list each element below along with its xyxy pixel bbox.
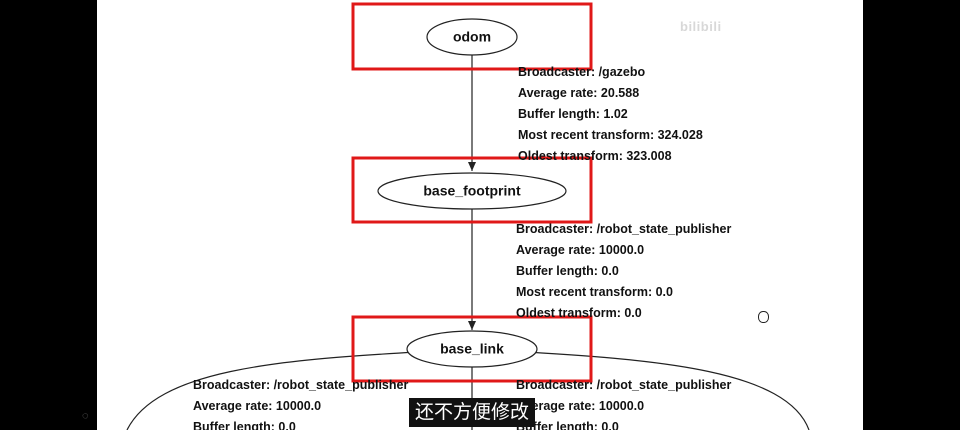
edge-buffer-length: Buffer length: 0.0	[516, 420, 619, 430]
edge-buffer-length: Buffer length: 0.0	[516, 264, 619, 278]
edge-buffer-length: Buffer length: 0.0	[193, 420, 296, 430]
edge-average-rate: Average rate: 10000.0	[193, 399, 322, 413]
edge-most-recent-transform: Most recent transform: 324.028	[518, 128, 703, 142]
side-indicator-icon: ◌	[82, 410, 89, 422]
node-base-link[interactable]: base_link	[406, 330, 538, 368]
edge-info-base-link-right: Broadcaster: /robot_state_publisher Aver…	[516, 375, 731, 430]
tf-tree-graph: odom base_footprint base_link	[126, 2, 810, 430]
node-base-footprint-label: base_footprint	[423, 183, 521, 199]
edge-average-rate: Average rate: 10000.0	[516, 243, 645, 257]
edge-broadcaster: Broadcaster: /robot_state_publisher	[516, 378, 732, 392]
edge-most-recent-transform: Most recent transform: 0.0	[516, 285, 673, 299]
video-subtitle: 还不方便修改	[409, 398, 536, 427]
tf-tree-canvas: odom base_footprint base_link Broadcaste…	[97, 0, 863, 430]
edge-oldest-transform: Oldest transform: 0.0	[516, 306, 642, 320]
edge-info-base-footprint-base-link: Broadcaster: /robot_state_publisher Aver…	[516, 219, 731, 324]
edge-broadcaster: Broadcaster: /robot_state_publisher	[516, 222, 732, 236]
highlight-box-base-link	[351, 315, 593, 383]
edge-oldest-transform: Oldest transform: 323.008	[518, 149, 672, 163]
mouse-cursor-icon	[758, 311, 769, 323]
node-odom-label: odom	[453, 29, 491, 45]
edge-base-link-left	[126, 351, 418, 430]
node-base-link-label: base_link	[440, 341, 504, 357]
highlight-box-odom	[351, 2, 593, 71]
node-base-footprint[interactable]: base_footprint	[377, 172, 567, 210]
edge-average-rate: Average rate: 10000.0	[516, 399, 645, 413]
edge-average-rate: Average rate: 20.588	[518, 86, 640, 100]
edge-info-odom-base-footprint: Broadcaster: /gazebo Average rate: 20.58…	[518, 62, 703, 167]
edge-buffer-length: Buffer length: 1.02	[518, 107, 628, 121]
bilibili-watermark: bilibili	[680, 19, 722, 34]
edge-broadcaster: Broadcaster: /gazebo	[518, 65, 646, 79]
edge-info-base-link-left: Broadcaster: /robot_state_publisher Aver…	[193, 375, 408, 430]
edge-base-link-right	[526, 351, 810, 430]
highlight-box-base-footprint	[351, 156, 593, 224]
edge-broadcaster: Broadcaster: /robot_state_publisher	[193, 378, 409, 392]
node-odom[interactable]: odom	[426, 18, 518, 56]
